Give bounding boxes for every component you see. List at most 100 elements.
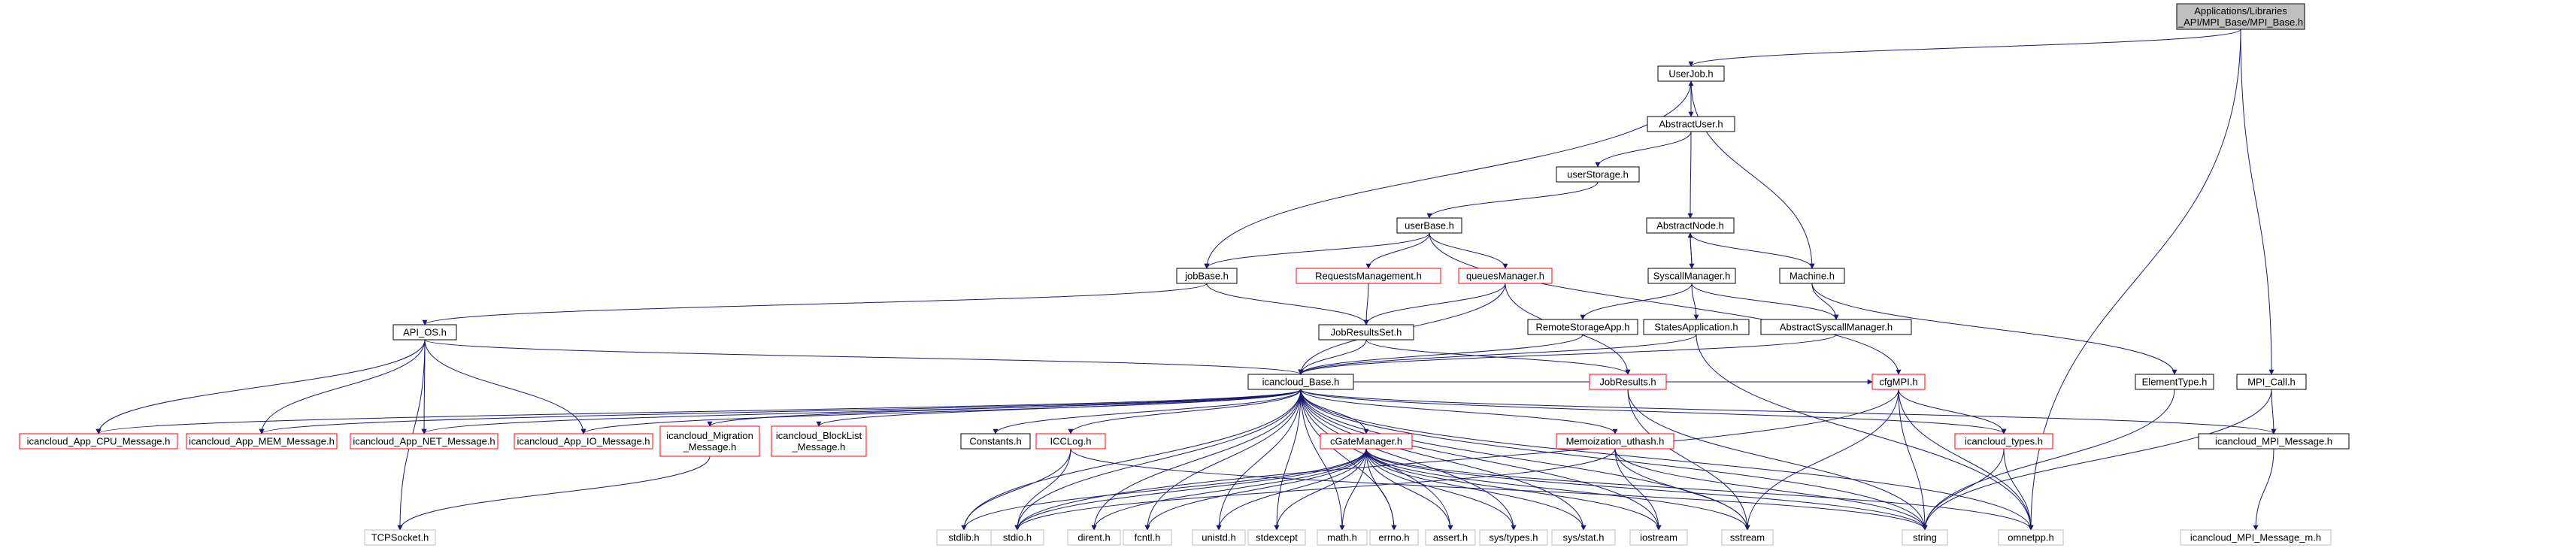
node-cfgmpi[interactable]: cfgMPI.h <box>1871 374 1926 390</box>
node-cpumsg[interactable]: icancloud_App_CPU_Message.h <box>19 433 178 450</box>
edge-cgatemanager-to-dirent <box>1091 448 1367 531</box>
node-systypes-label: sys/types.h <box>1489 532 1538 543</box>
node-memmsg-box <box>186 433 338 450</box>
node-statesapplication[interactable]: StatesApplication.h <box>1643 319 1750 335</box>
node-jobbase[interactable]: jobBase.h <box>1176 268 1238 284</box>
node-unistd: unistd.h <box>1192 529 1246 546</box>
node-queuesmanager[interactable]: queuesManager.h <box>1458 268 1553 284</box>
node-abstractuser-box <box>1647 116 1735 132</box>
node-netmsg[interactable]: icancloud_App_NET_Message.h <box>350 433 499 450</box>
node-iomsg[interactable]: icancloud_App_IO_Message.h <box>514 433 653 450</box>
node-errno-box <box>1369 529 1419 546</box>
node-iostream: iostream <box>1629 529 1688 546</box>
node-syscallmanager-box <box>1647 268 1736 284</box>
node-machine[interactable]: Machine.h <box>1779 268 1845 284</box>
node-dirent-box <box>1067 529 1121 546</box>
edge-elementtype-to-string <box>1922 389 2175 531</box>
node-iomsg-label: icancloud_App_IO_Message.h <box>517 436 650 447</box>
node-blocklistmsg[interactable]: icancloud_BlockList_Message.h <box>771 425 867 457</box>
node-dirent: dirent.h <box>1067 529 1121 546</box>
node-abstractsyscallmanager[interactable]: AbstractSyscallManager.h <box>1760 319 1912 335</box>
node-mpimessagem-label: icancloud_MPI_Message_m.h <box>2190 532 2321 543</box>
node-mpicall[interactable]: MPI_Call.h <box>2236 374 2307 390</box>
edge-abstractnode-to-machine <box>1690 232 1815 269</box>
node-abstractnode-label: AbstractNode.h <box>1656 220 1724 232</box>
node-memmsg[interactable]: icancloud_App_MEM_Message.h <box>186 433 338 450</box>
edge-icancloudbase-to-dirent <box>1091 389 1302 531</box>
node-jobresults-box <box>1589 374 1667 390</box>
edge-icancloudbase-to-icancloudmpimessage <box>1300 389 2277 434</box>
node-fcntl-label: fcntl.h <box>1135 532 1161 543</box>
node-constants[interactable]: Constants.h <box>960 433 1031 450</box>
edge-icclog-to-string <box>1070 448 1928 531</box>
node-root-label: _API/MPI_Base/MPI_Base.h <box>2177 17 2303 28</box>
node-netmsg-box <box>350 433 499 450</box>
edge-memoization-to-stdio <box>1014 448 1616 531</box>
node-userbase[interactable]: userBase.h <box>1396 217 1462 234</box>
node-apios[interactable]: API_OS.h <box>392 324 457 341</box>
edge-icancloudbase-to-stdio <box>1014 389 1302 531</box>
node-icancloudbase[interactable]: icancloud_Base.h <box>1247 374 1354 390</box>
node-errno: errno.h <box>1369 529 1419 546</box>
node-constants-box <box>960 433 1031 450</box>
node-migrationmsg[interactable]: icancloud_Migration_Message.h <box>659 425 760 457</box>
node-userstorage-label: userStorage.h <box>1567 169 1629 180</box>
node-machine-box <box>1779 268 1845 284</box>
node-memoization-box <box>1556 433 1674 450</box>
node-cgatemanager[interactable]: cGateManager.h <box>1320 433 1413 450</box>
node-jobresultsset[interactable]: JobResultsSet.h <box>1318 324 1414 341</box>
node-elementtype[interactable]: ElementType.h <box>2135 374 2214 390</box>
node-statesapplication-label: StatesApplication.h <box>1654 322 1738 333</box>
edge-memoization-to-iostream <box>1614 448 1662 531</box>
node-syscallmanager[interactable]: SyscallManager.h <box>1647 268 1736 284</box>
edge-icancloudbase-to-memmsg <box>259 389 1302 434</box>
node-userjob[interactable]: UserJob.h <box>1657 65 1725 82</box>
edge-cgatemanager-to-errno <box>1365 448 1397 531</box>
edge-icancloudbase-to-stdlib <box>961 389 1302 531</box>
edge-userstorage-to-userbase <box>1426 181 1599 219</box>
node-icancloudtypes[interactable]: icancloud_types.h <box>1954 433 2053 450</box>
node-omnetpp: omnetpp.h <box>1998 529 2064 546</box>
node-stdexcept-label: stdexcept <box>1256 532 1298 543</box>
node-userstorage-box <box>1556 166 1640 183</box>
edge-icancloudbase-to-memoization <box>1300 389 1618 434</box>
node-userjob-box <box>1657 65 1725 82</box>
node-userstorage[interactable]: userStorage.h <box>1556 166 1640 183</box>
edge-jobresults-to-string <box>1627 389 1928 531</box>
node-jobresults[interactable]: JobResults.h <box>1589 374 1667 390</box>
node-abstractnode-box <box>1646 217 1735 234</box>
node-tcpsocket: TCPSocket.h <box>364 529 436 546</box>
node-errno-label: errno.h <box>1378 532 1409 543</box>
node-icancloudbase-label: icancloud_Base.h <box>1262 377 1340 388</box>
node-remotestorageapp[interactable]: RemoteStorageApp.h <box>1527 319 1638 335</box>
node-stdexcept-box <box>1247 529 1306 546</box>
edge-root-to-omnetpp <box>2028 29 2241 531</box>
edge-jobbase-to-apios <box>422 283 1208 325</box>
edge-migrationmsg-to-tcpsocket <box>397 456 711 531</box>
node-blocklistmsg-label: icancloud_BlockList <box>776 430 862 441</box>
node-cgatemanager-box <box>1320 433 1413 450</box>
node-abstractuser[interactable]: AbstractUser.h <box>1647 116 1735 132</box>
edge-icancloudbase-to-fcntl <box>1144 389 1302 531</box>
edge-mpicall-to-icancloudmpimessage <box>2271 389 2277 434</box>
edge-syscallmanager-to-abstractnode <box>1687 232 1693 269</box>
edge-root-to-userjob <box>1688 29 2241 67</box>
edge-memoization-to-sstream <box>1614 448 1750 531</box>
edge-cfgmpi-to-omnetpp <box>1898 389 2034 531</box>
node-icclog-box <box>1035 433 1106 450</box>
edge-icancloudbase-to-sstream <box>1300 389 1750 531</box>
node-abstractnode[interactable]: AbstractNode.h <box>1646 217 1735 234</box>
node-icclog[interactable]: ICCLog.h <box>1035 433 1106 450</box>
node-sysstat-label: sys/stat.h <box>1563 532 1605 543</box>
edge-icancloudtypes-to-omnetpp <box>2003 448 2034 531</box>
edge-syscallmanager-to-abstractsyscallmanager <box>1691 283 1839 320</box>
node-root-box <box>2176 3 2305 30</box>
node-icancloudmpimessage[interactable]: icancloud_MPI_Message.h <box>2198 433 2350 450</box>
file-nodes: Applications/Libraries_API/MPI_Base/MPI_… <box>19 3 2350 546</box>
edge-statesapplication-to-icancloudbase <box>1298 334 1697 375</box>
node-icancloudtypes-label: icancloud_types.h <box>1965 436 2043 447</box>
node-machine-label: Machine.h <box>1790 271 1835 282</box>
edge-jobresultsset-to-icancloudbase <box>1298 339 1367 375</box>
node-requestsmanagement[interactable]: RequestsManagement.h <box>1296 268 1441 284</box>
node-memoization[interactable]: Memoization_uthash.h <box>1556 433 1674 450</box>
